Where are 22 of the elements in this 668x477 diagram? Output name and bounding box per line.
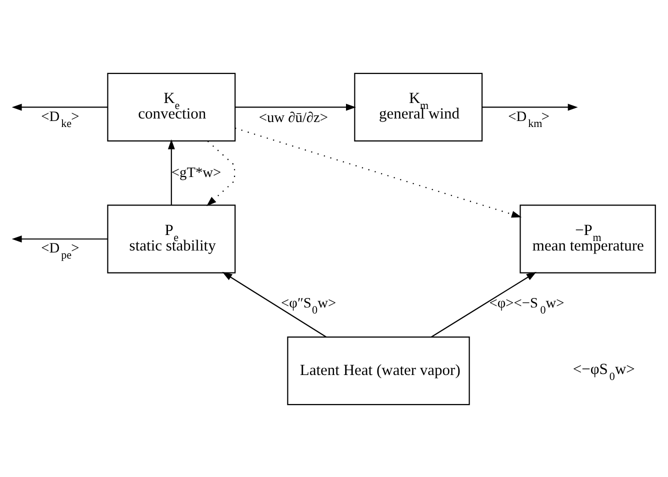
arrow — [482, 103, 578, 110]
edge-label: <uw ∂ū/∂z> — [258, 110, 328, 126]
arrow — [12, 103, 108, 110]
edge-label: <D$_{ke}$> — [41, 108, 80, 130]
arrow — [12, 235, 108, 242]
edge-label: <D$_{km}$> — [508, 108, 550, 130]
edge-label: <gT*w> — [171, 164, 222, 180]
node-box: K$_{e}$ convection — [107, 72, 236, 142]
edge-label: <φ><−S$_{0}$w> — [489, 295, 564, 316]
label: <−φS$_{0}$w> — [572, 360, 635, 382]
edge-label: <φ″S$_{0}$w> — [281, 295, 336, 316]
node-box: K$_{m}$ general wind — [354, 72, 483, 142]
node-box: −P$_{m}$ mean temperature — [520, 204, 656, 273]
arrow — [234, 127, 522, 218]
arrow — [168, 138, 175, 205]
arrow — [222, 271, 327, 337]
edge-label: <D$_{pe}$> — [41, 240, 80, 262]
arrow — [206, 140, 236, 206]
arrow — [431, 271, 536, 337]
arrow — [235, 103, 356, 110]
node-box: Latent Heat (water vapor) — [287, 336, 470, 405]
node-box: P$_{e}$ static stability — [107, 204, 236, 273]
